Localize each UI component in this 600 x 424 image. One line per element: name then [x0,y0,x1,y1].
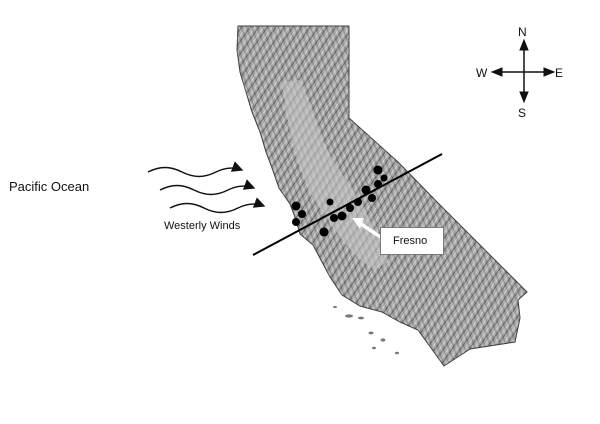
ocean-label: Pacific Ocean [9,179,90,194]
winds-label: Westerly Winds [164,220,241,232]
site-marker-icon [292,218,300,226]
compass-north: N [518,25,527,39]
site-marker-icon [373,165,383,175]
site-marker-icon [380,174,388,182]
site-marker-icon [368,194,376,202]
site-marker-icon [291,201,301,211]
compass-east: E [555,66,564,80]
site-markers [291,165,388,237]
site-marker-icon [346,204,354,212]
wind-arrow-icon [169,197,266,214]
compass-west: W [476,66,488,80]
city-label-fresno: Fresno [380,227,444,255]
site-marker-icon [361,185,371,195]
transect-line [252,153,443,256]
wind-arrow-icon [147,161,244,178]
site-marker-icon [326,198,334,206]
site-marker-icon [374,180,382,188]
wind-arrows [147,161,266,214]
site-marker-icon [298,210,306,218]
channel-islands [333,306,399,355]
compass-rose-icon [490,38,556,104]
compass-south: S [518,106,527,120]
site-marker-icon [337,211,347,221]
site-marker-icon [330,214,338,222]
pointer-arrow-icon [352,218,383,240]
wind-arrow-icon [159,179,256,196]
site-marker-icon [319,227,329,237]
site-marker-icon [354,198,362,206]
